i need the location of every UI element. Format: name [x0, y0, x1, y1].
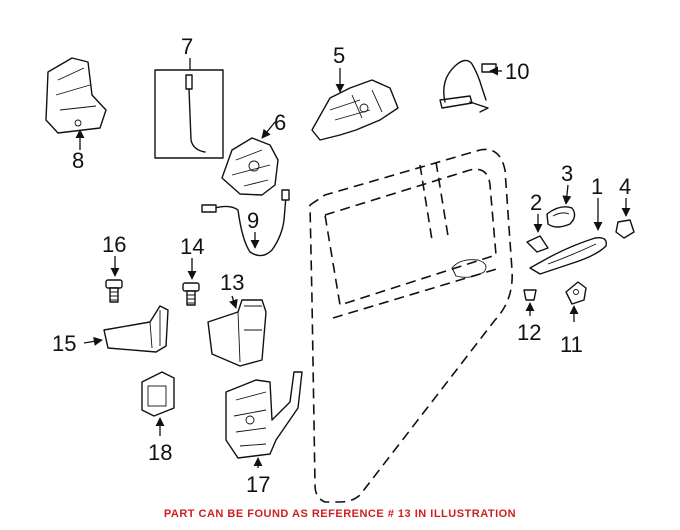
callout-11: 11: [560, 332, 583, 357]
part-15-hinge: [103, 305, 169, 353]
part-9-wire: [201, 189, 290, 257]
callout-8: 8: [72, 148, 84, 173]
callout-13: 13: [220, 270, 244, 295]
callout-3: 3: [561, 161, 573, 186]
callout-7: 7: [181, 34, 193, 59]
part-2-escutcheon: [526, 235, 549, 253]
callout-1: 1: [591, 174, 603, 199]
part-11-bracket: [565, 281, 587, 305]
callout-15: 15: [52, 331, 76, 356]
callout-10: 10: [505, 59, 529, 84]
door-outline: [309, 148, 513, 503]
callout-2: 2: [530, 190, 542, 215]
callout-18: 18: [148, 440, 172, 465]
callout-6: 6: [274, 110, 286, 135]
callout-4: 4: [619, 174, 631, 199]
part-13-hinge: [207, 299, 267, 367]
reference-note: PART CAN BE FOUND AS REFERENCE # 13 IN I…: [163, 508, 517, 520]
part-4-end-cap: [615, 219, 635, 239]
callout-14: 14: [180, 234, 204, 259]
part-18-guide: [141, 371, 175, 417]
part-16-bolt: [105, 279, 123, 303]
part-10-cable: [439, 59, 497, 113]
part-5-lock-actuator: [311, 79, 399, 141]
part-3-handle-cover: [546, 206, 576, 228]
part-17-door-check: [225, 371, 303, 459]
part-6-latch: [221, 137, 279, 196]
part-1-outside-handle: [529, 236, 607, 275]
part-12-grommet: [523, 289, 537, 301]
callout-16: 16: [102, 232, 126, 257]
callout-9: 9: [247, 208, 259, 233]
callout-12: 12: [517, 320, 541, 345]
part-14-bolt: [182, 282, 200, 306]
callout-17: 17: [246, 472, 270, 497]
part-7-rod: [154, 69, 224, 159]
callout-5: 5: [333, 43, 345, 68]
part-8-bracket: [45, 57, 107, 134]
